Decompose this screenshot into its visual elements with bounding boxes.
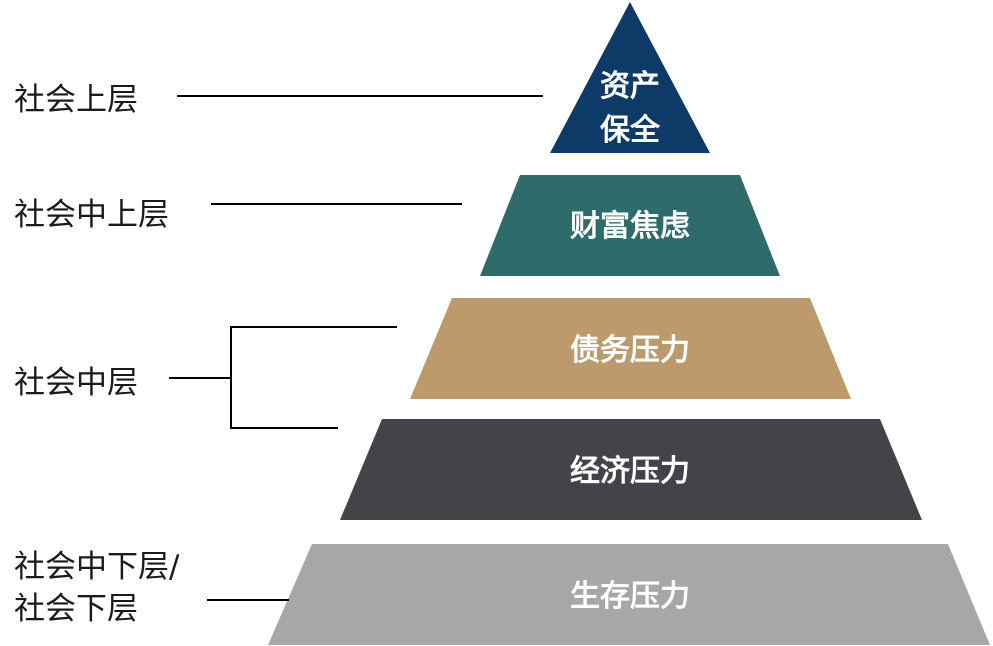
class-label-middle: 社会中层: [14, 365, 138, 401]
tier-label-asset-line1: 资产: [600, 69, 660, 104]
pyramid-tier-asset-preservation: [550, 2, 710, 153]
pyramid-tier-debt-pressure: [410, 298, 851, 399]
tier-label-debt-pressure: 债务压力: [570, 333, 690, 368]
pyramid-tier-economic-pressure: [340, 419, 922, 520]
tier-label-survival-pressure: 生存压力: [570, 579, 690, 614]
class-label-upper-middle: 社会中上层: [14, 197, 169, 233]
class-label-upper: 社会上层: [14, 82, 138, 118]
tier-label-wealth-anxiety: 财富焦虑: [570, 209, 690, 244]
connector-middle-bracket: [230, 326, 397, 429]
pyramid-tier-wealth-anxiety: [480, 175, 780, 276]
tier-label-economic-pressure: 经济压力: [570, 454, 690, 489]
class-label-lower-middle-line1: 社会中下层/: [14, 549, 180, 585]
pyramid-tier-survival-pressure: [268, 544, 990, 645]
class-label-lower-middle-line2: 社会下层: [14, 591, 138, 627]
tier-label-asset-line2: 保全: [600, 113, 661, 148]
